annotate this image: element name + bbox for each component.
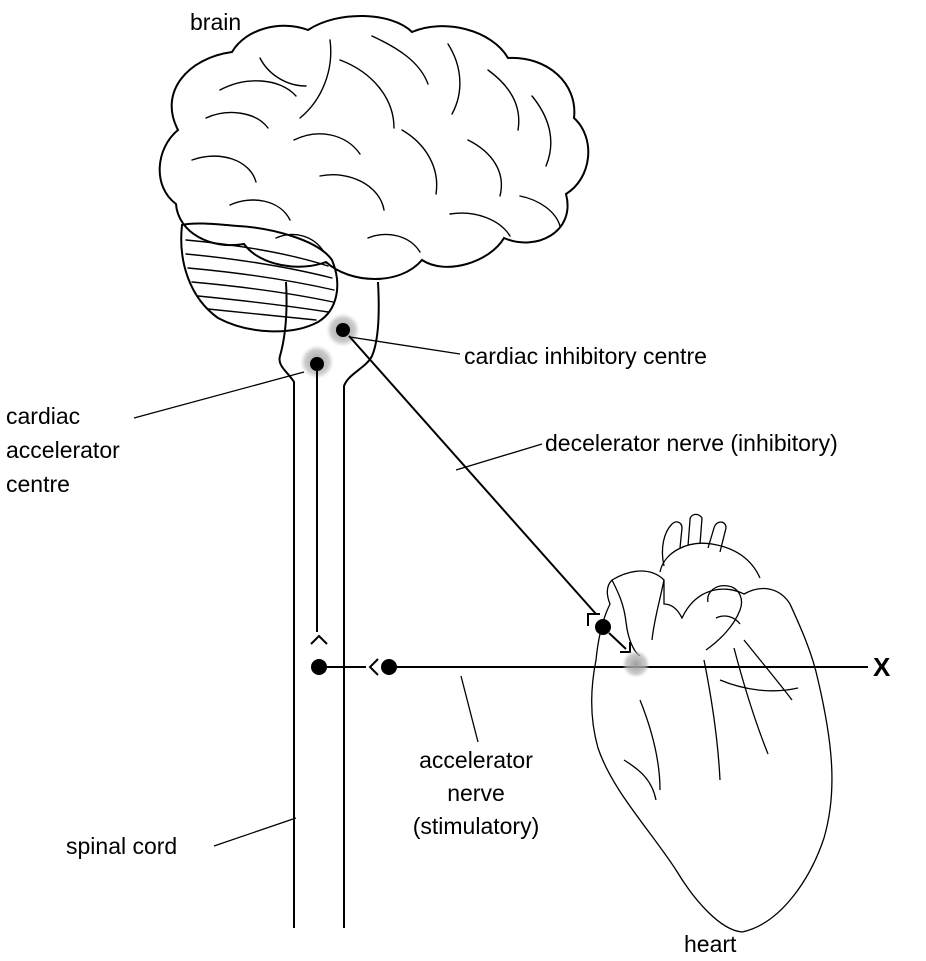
sa-node bbox=[622, 650, 650, 678]
leader-decelerator-nerve bbox=[456, 444, 542, 470]
decelerator-nerve bbox=[349, 336, 630, 652]
label-cardiac-inhibitory-centre: cardiac inhibitory centre bbox=[464, 343, 707, 369]
label-accelerator-nerve-line2: nerve bbox=[447, 780, 505, 806]
leader-cardiac-accelerator-centre bbox=[134, 372, 304, 418]
leader-cardiac-inhibitory-centre bbox=[350, 337, 460, 354]
brain-stem bbox=[279, 282, 378, 928]
label-accelerator-nerve-line1: accelerator bbox=[419, 747, 533, 773]
label-decelerator-nerve: decelerator nerve (inhibitory) bbox=[545, 430, 838, 456]
label-cardiac-accelerator-centre-line1: cardiac bbox=[6, 403, 80, 429]
spinal-accelerator-neuron bbox=[311, 371, 397, 675]
label-heart: heart bbox=[684, 931, 737, 957]
label-cardiac-accelerator-centre-line3: centre bbox=[6, 471, 70, 497]
cerebrum bbox=[160, 16, 589, 279]
label-accelerator-nerve-line3: (stimulatory) bbox=[413, 813, 540, 839]
leader-spinal-cord bbox=[214, 818, 296, 846]
heart bbox=[592, 514, 832, 932]
label-spinal-cord: spinal cord bbox=[66, 833, 177, 859]
label-brain: brain bbox=[190, 9, 241, 35]
leader-accelerator-nerve bbox=[461, 676, 478, 742]
label-x: X bbox=[873, 652, 891, 682]
label-cardiac-accelerator-centre-line2: accelerator bbox=[6, 437, 120, 463]
